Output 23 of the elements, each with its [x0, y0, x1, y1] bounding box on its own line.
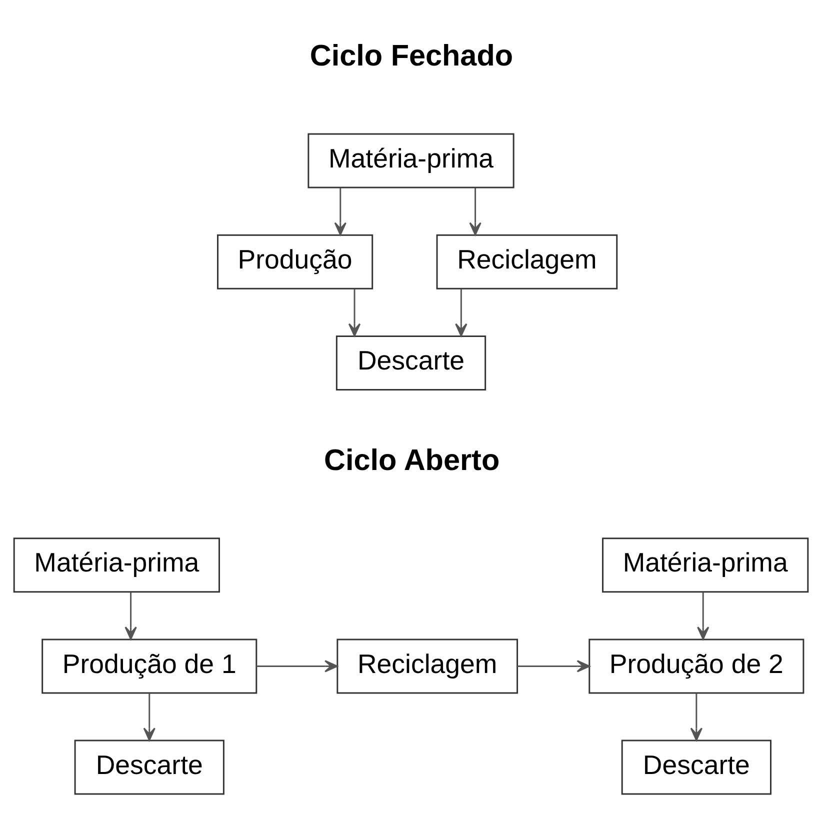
- node-box: Matéria-prima: [13, 538, 220, 593]
- node-box: Descarte: [336, 335, 486, 390]
- node-box: Descarte: [74, 740, 224, 795]
- node-box: Reciclagem: [436, 234, 618, 290]
- node-box: Reciclagem: [336, 638, 518, 694]
- node-box: Matéria-prima: [308, 133, 514, 188]
- label: Ciclo Aberto: [324, 444, 500, 477]
- arrow: [517, 660, 590, 672]
- arrow: [124, 592, 137, 640]
- arrow: [697, 592, 710, 640]
- arrow: [690, 693, 702, 741]
- arrow: [348, 288, 361, 337]
- arrow: [143, 693, 156, 741]
- node-box: Produção de 2: [588, 638, 804, 694]
- arrow: [256, 660, 338, 672]
- arrow: [455, 288, 468, 337]
- node-box: Descarte: [621, 740, 772, 795]
- label: Ciclo Fechado: [310, 40, 514, 73]
- arrow: [334, 188, 346, 236]
- node-box: Matéria-prima: [602, 538, 809, 593]
- node-box: Produção: [217, 234, 374, 290]
- node-box: Produção de 1: [42, 638, 258, 694]
- arrow: [469, 188, 482, 236]
